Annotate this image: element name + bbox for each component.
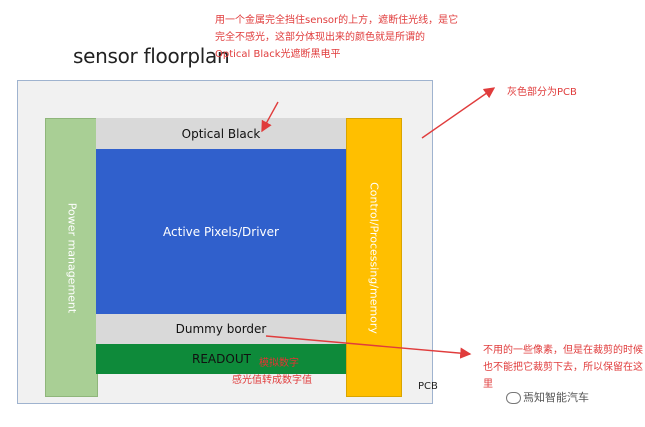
arrow-to-pcb xyxy=(421,87,496,139)
arrow-to-optical-black xyxy=(261,101,279,133)
readout-overlay-label: 模拟数字 xyxy=(259,358,299,369)
optical-black-annotation: 用一个金属完全挡住sensor的上方，遮断住光线，是它完全不感光，这部分体现出来… xyxy=(215,15,459,60)
arrow-dummy-border xyxy=(265,335,472,359)
power-management-block: Power management xyxy=(45,118,98,397)
dummy-border-annotation: 不用的一些像素，但是在裁剪的时候也不能把它裁剪下去，所以保留在这里 xyxy=(483,345,643,390)
pcb-label: PCB xyxy=(418,381,438,392)
watermark-text: 焉知智能汽车 xyxy=(523,391,589,404)
readout-annotation: 感光值转成数字值 xyxy=(232,375,312,386)
control-processing-block: Control/Processing/memory xyxy=(346,118,402,397)
active-pixels-label: Active Pixels/Driver xyxy=(163,224,279,239)
optical-black-block: Optical Black xyxy=(96,118,346,149)
optical-black-label: Optical Black xyxy=(181,126,261,141)
watermark: 焉知智能汽车 xyxy=(506,389,589,405)
readout-block: READOUT 模拟数字 xyxy=(96,344,346,374)
readout-label: READOUT xyxy=(192,352,251,366)
pcb-annotation: 灰色部分为PCB xyxy=(507,87,577,98)
diagram-title: sensor floorplan xyxy=(73,44,230,68)
dummy-border-label: Dummy border xyxy=(175,322,267,336)
wechat-icon xyxy=(506,392,521,404)
active-pixels-block: Active Pixels/Driver xyxy=(96,149,346,314)
